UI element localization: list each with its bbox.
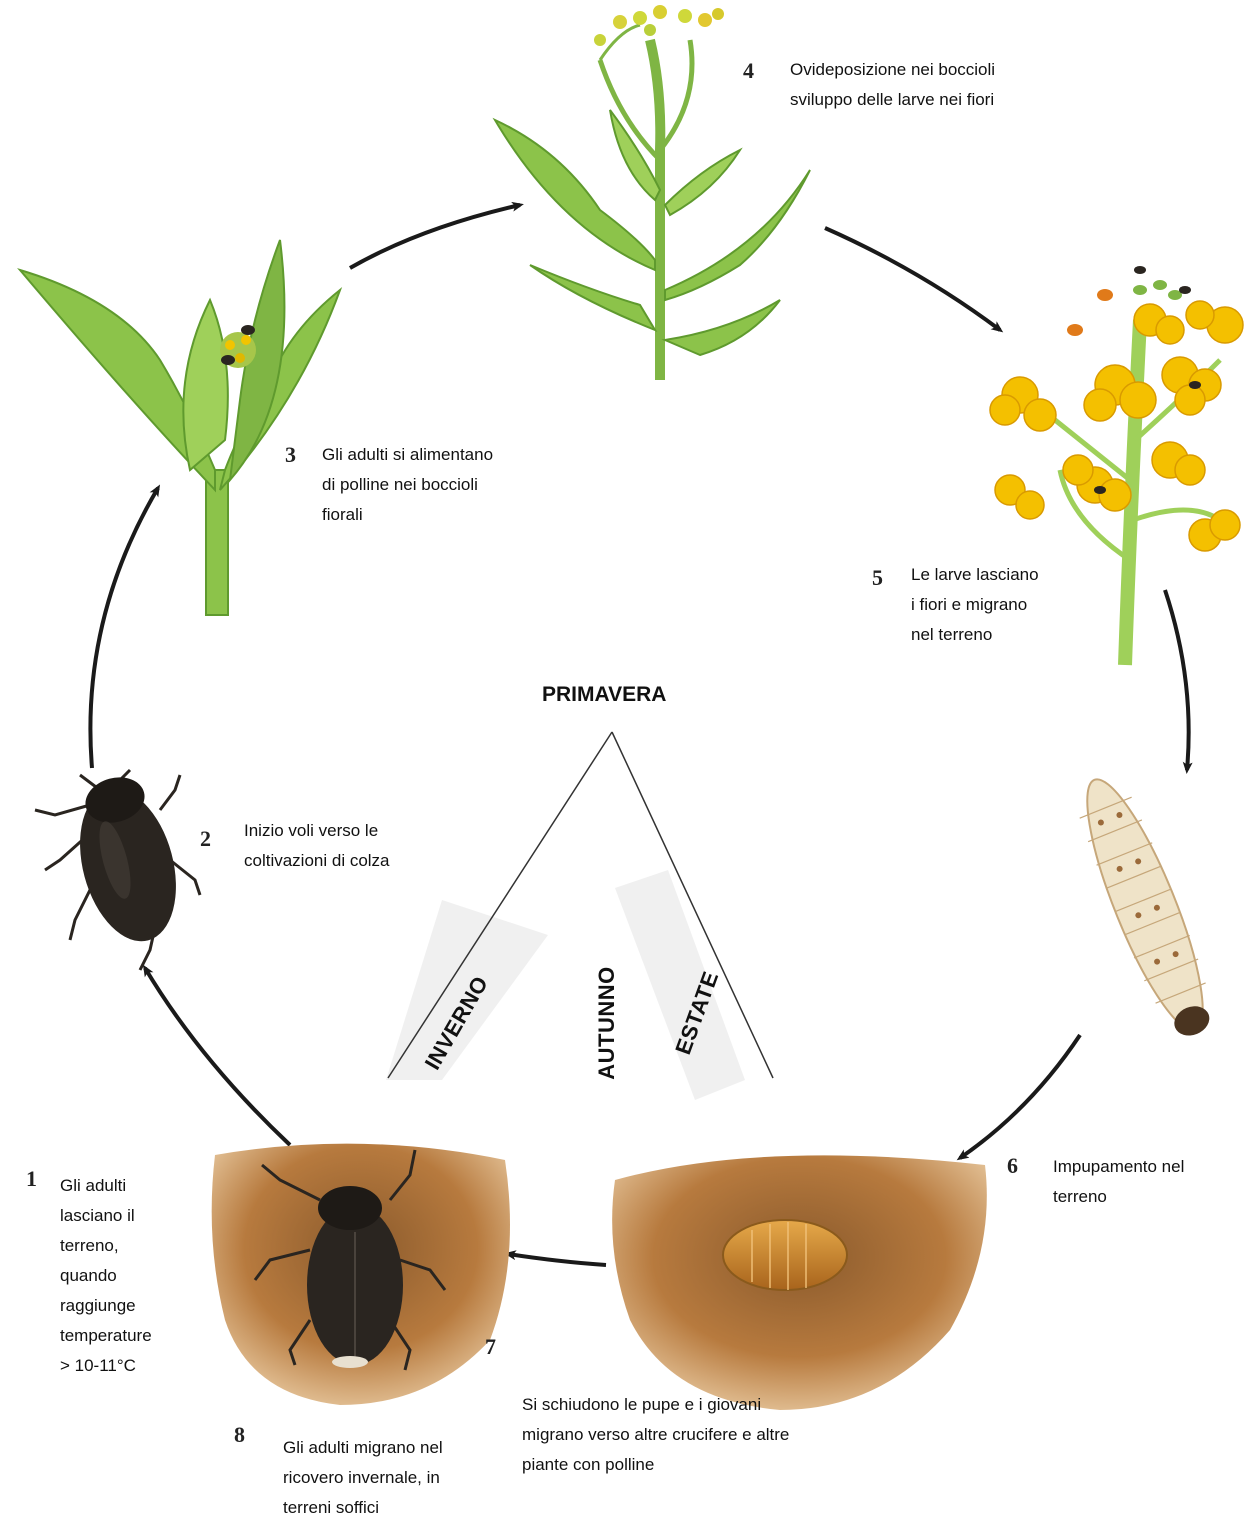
season-label-middle: AUTUNNO	[594, 966, 620, 1080]
arrow-1-to-2	[145, 968, 290, 1145]
stage-2-text: Inizio voli verso le coltivazioni di col…	[244, 816, 444, 876]
stage-4-text: Ovideposizione nei boccioli sviluppo del…	[790, 55, 1050, 115]
arrow-2-to-3	[90, 488, 158, 768]
stage-4-number: 4	[743, 58, 754, 84]
stage-5-number: 5	[872, 565, 883, 591]
stage-1-text: Gli adulti lasciano il terreno, quando r…	[60, 1171, 190, 1381]
stage-2-number: 2	[200, 826, 211, 852]
stage-5-text: Le larve lasciano i fiori e migrano nel …	[911, 560, 1081, 650]
center-season-label: PRIMAVERA	[542, 683, 666, 707]
stage-6-number: 6	[1007, 1153, 1018, 1179]
stage-8-text: Gli adulti migrano nel ricovero invernal…	[283, 1433, 503, 1523]
larva-illustration	[1067, 769, 1225, 1046]
adult-beetle-illustration	[35, 770, 200, 970]
stage-3-number: 3	[285, 442, 296, 468]
arrow-5-to-larva	[1165, 590, 1189, 770]
stage-1-number: 1	[26, 1166, 37, 1192]
plant-buds-illustration	[495, 5, 810, 380]
stage-6-text: Impupamento nel terreno	[1053, 1152, 1233, 1212]
arrow-7-to-8	[508, 1254, 606, 1265]
stage-7-number: 7	[485, 1334, 496, 1360]
pupa-in-soil-illustration	[612, 1155, 987, 1410]
plant-budding-illustration	[20, 240, 340, 615]
arrow-3-to-4	[350, 205, 520, 268]
arrow-4-to-5	[825, 228, 1000, 330]
stage-3-text: Gli adulti si alimentano di polline nei …	[322, 440, 552, 530]
arrow-larva-to-6	[960, 1035, 1080, 1158]
stage-8-number: 8	[234, 1422, 245, 1448]
adult-in-soil-illustration	[212, 1144, 510, 1405]
stage-7-text: Si schiudono le pupe e i giovani migrano…	[522, 1390, 882, 1480]
